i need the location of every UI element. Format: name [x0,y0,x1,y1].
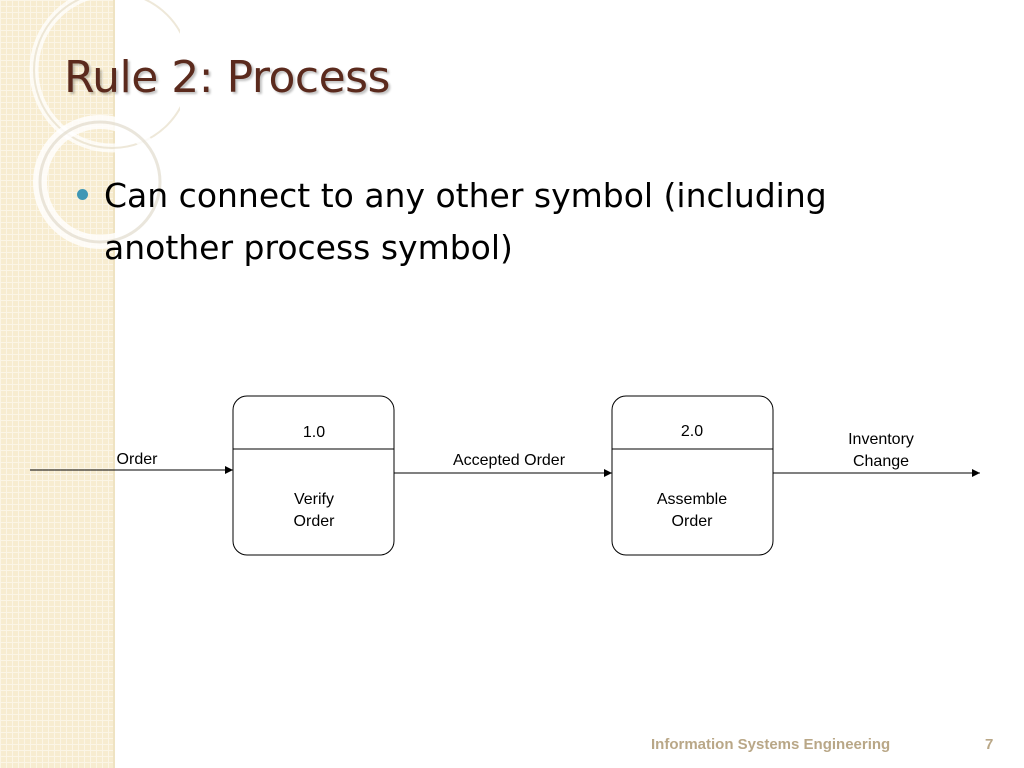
page-number: 7 [985,736,994,753]
bullet-dot-icon [77,189,88,200]
decorative-rings [29,0,180,249]
process-name-line1: Assemble [657,491,727,508]
process-box-assemble-order: 2.0 Assemble Order [611,395,774,556]
process-box-verify-order: 1.0 Verify Order [232,395,395,556]
flow-label-change: Change [853,453,909,470]
process-name-line2: Order [294,513,336,530]
flow-label-accepted-order: Accepted Order [453,452,566,469]
bullet-text: Can connect to any other symbol (includi… [104,176,827,267]
data-flow-diagram: Order 1.0 Verify Order Accepted Order 2.… [30,395,980,556]
flow-label-inventory: Inventory [848,431,914,448]
bullet-list: Can connect to any other symbol (includi… [77,170,924,274]
footer-course-name: Information Systems Engineering [651,736,891,753]
process-name-line2: Order [672,513,714,530]
bullet-item: Can connect to any other symbol (includi… [77,170,924,274]
slide-title: Rule 2: Process [64,52,390,103]
process-id: 1.0 [303,424,325,441]
process-name-line1: Verify [294,491,334,508]
flow-label-order: Order [117,451,159,468]
process-id: 2.0 [681,423,703,440]
